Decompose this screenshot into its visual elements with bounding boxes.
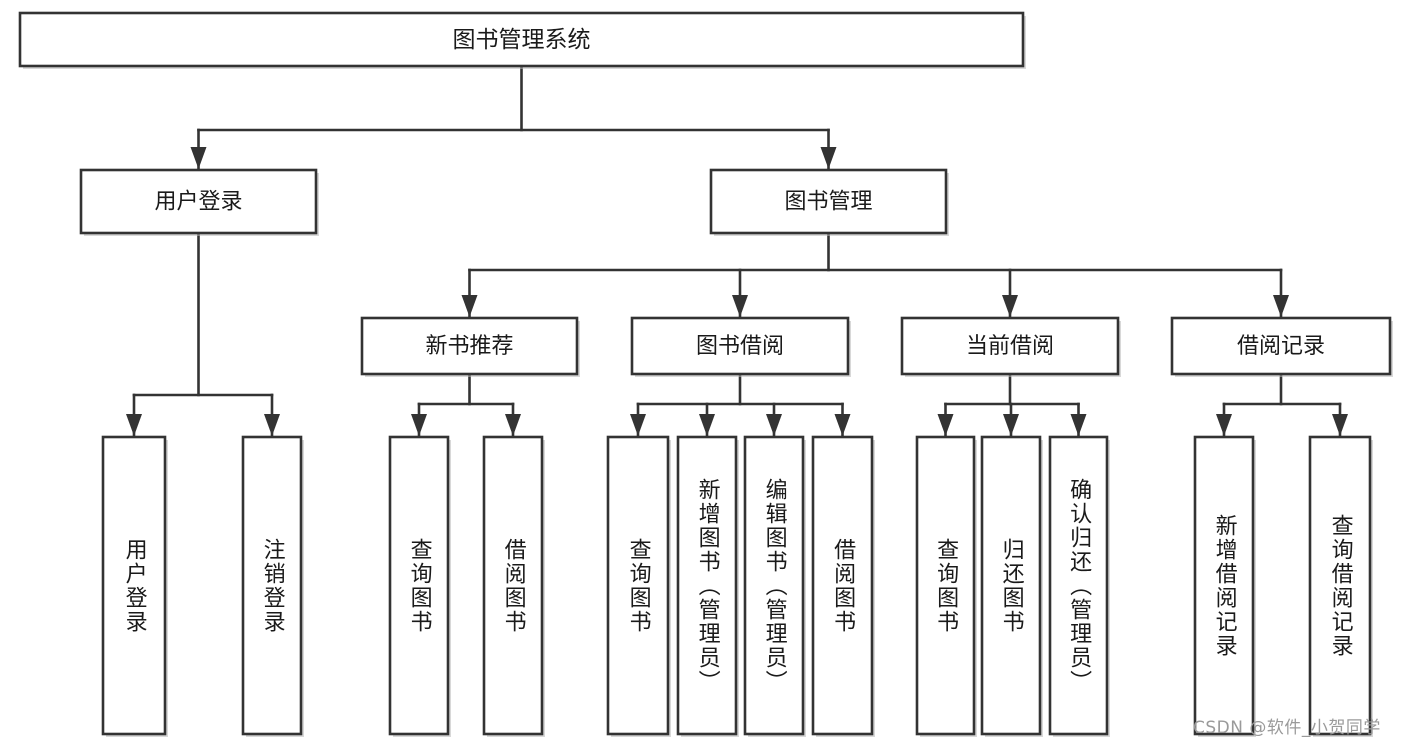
connector-layer	[126, 64, 1348, 438]
node-box-root[interactable]	[18, 11, 1025, 68]
node-box-leaf-confirm-return[interactable]	[1048, 435, 1109, 736]
arrow-head-icon	[820, 147, 837, 169]
node-box-book-manage[interactable]	[709, 168, 948, 235]
arrow-head-icon	[505, 414, 521, 436]
node-label-current-borrow: 当前借阅	[966, 334, 1054, 359]
node-box-leaf-query-book-2[interactable]	[606, 435, 670, 736]
node-label-new-book-rec: 新书推荐	[425, 334, 513, 359]
arrow-head-icon	[1273, 295, 1289, 317]
arrow-head-icon	[126, 414, 142, 436]
arrow-head-icon	[937, 414, 954, 436]
node-box-leaf-user-login[interactable]	[101, 435, 167, 736]
node-box-leaf-borrow-book-2[interactable]	[811, 435, 874, 736]
node-box-leaf-query-book-3[interactable]	[915, 435, 976, 736]
node-box-book-borrow[interactable]	[630, 316, 850, 376]
node-box-leaf-add-book[interactable]	[676, 435, 738, 736]
node-label-book-borrow: 图书借阅	[696, 334, 784, 359]
node-box-leaf-borrow-book-1[interactable]	[482, 435, 544, 736]
arrow-head-icon	[411, 414, 427, 436]
node-box-leaf-query-record[interactable]	[1308, 435, 1372, 736]
arrow-head-icon	[1003, 414, 1019, 436]
node-label-book-manage: 图书管理	[784, 190, 872, 215]
arrow-head-icon	[766, 414, 782, 436]
arrow-head-icon	[1332, 414, 1348, 436]
arrow-head-icon	[190, 147, 207, 169]
node-box-new-book-rec[interactable]	[360, 316, 579, 376]
node-label-borrow-record: 借阅记录	[1237, 334, 1325, 359]
node-label-user-login: 用户登录	[154, 190, 242, 215]
node-box-borrow-record[interactable]	[1170, 316, 1392, 376]
node-box-user-login[interactable]	[79, 168, 318, 235]
arrow-head-icon	[1216, 414, 1232, 436]
arrow-head-icon	[834, 414, 851, 436]
arrow-head-icon	[1002, 295, 1018, 317]
node-box-leaf-user-logout[interactable]	[241, 435, 303, 736]
arrow-head-icon	[1070, 414, 1087, 436]
arrow-head-icon	[264, 414, 280, 436]
node-box-layer	[18, 11, 1393, 737]
page-title: 图书管理系统	[453, 27, 591, 53]
node-box-leaf-add-record[interactable]	[1193, 435, 1255, 736]
node-box-leaf-query-book-1[interactable]	[388, 435, 450, 736]
arrow-head-icon	[699, 414, 715, 436]
arrow-head-icon	[630, 414, 646, 436]
csdn-watermark: CSDN @软件_小贺同学	[1193, 718, 1381, 738]
node-box-leaf-return-book[interactable]	[980, 435, 1042, 736]
node-box-current-borrow[interactable]	[900, 316, 1120, 376]
arrow-head-icon	[732, 295, 748, 317]
arrow-head-icon	[461, 295, 478, 317]
node-box-leaf-edit-book[interactable]	[743, 435, 805, 736]
